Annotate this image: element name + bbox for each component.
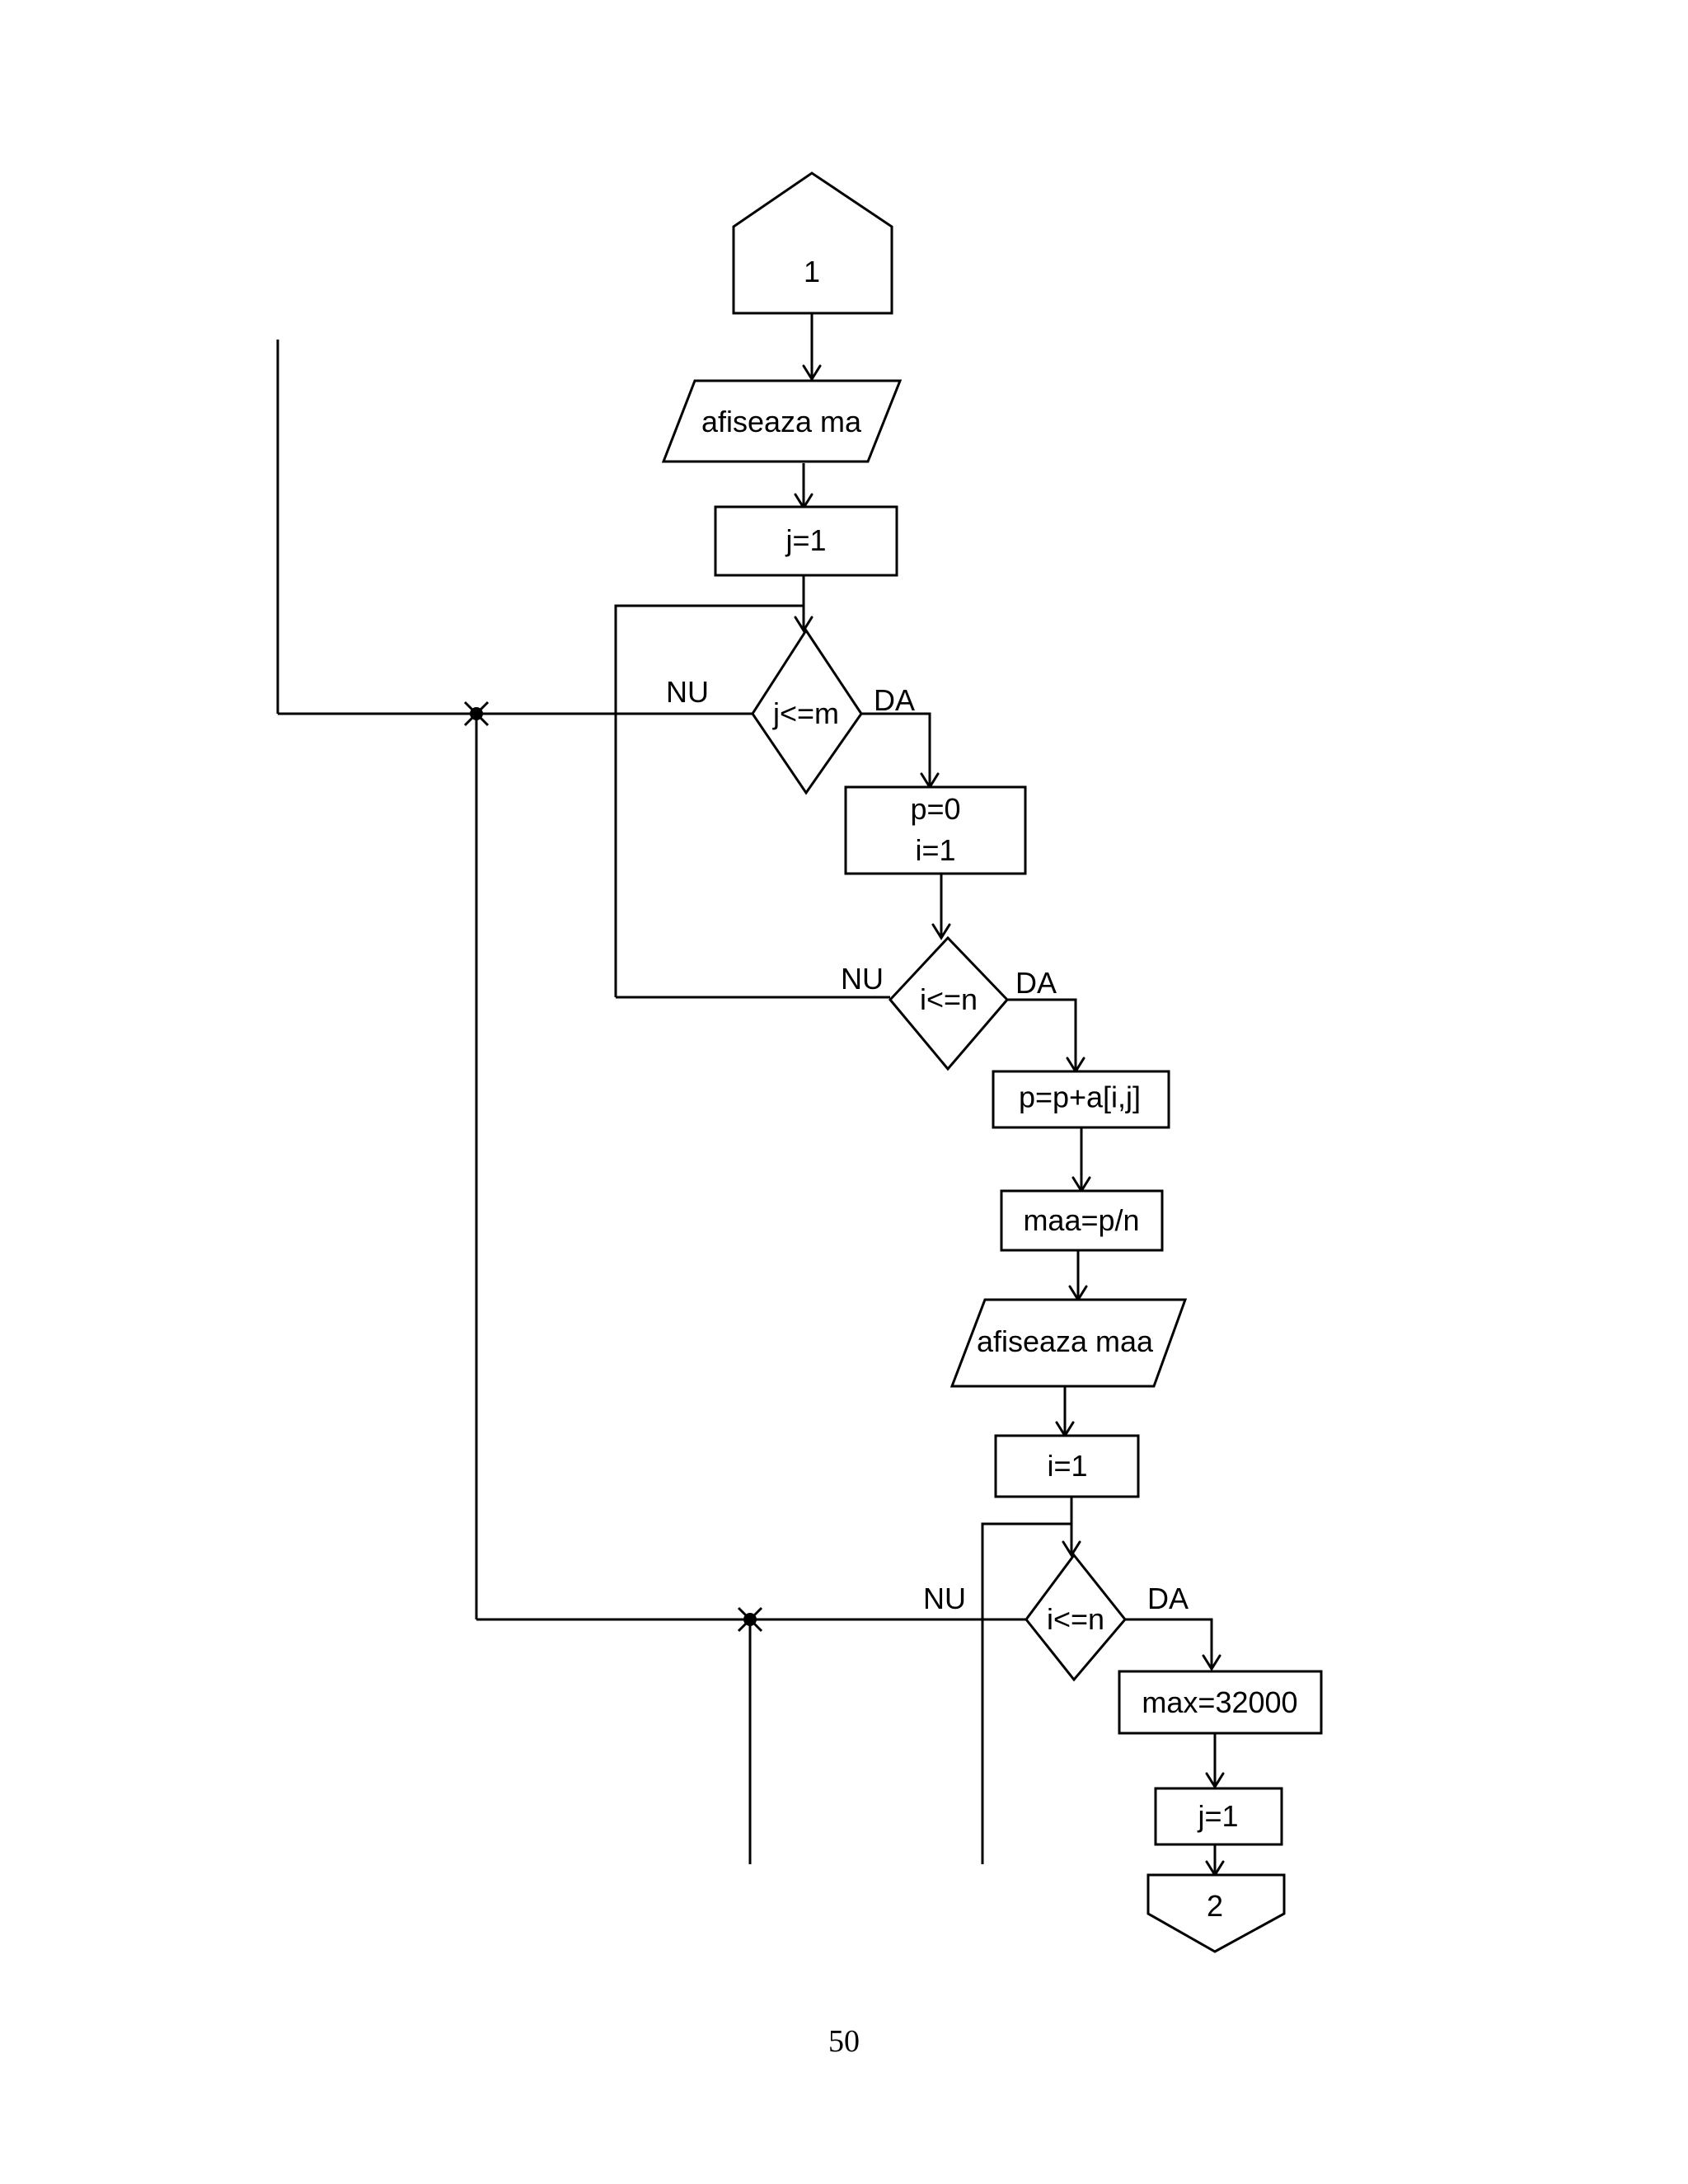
page-number: 50 (828, 2024, 860, 2059)
junction-point (737, 1606, 763, 1633)
print-maa-label: afiseaza maa (977, 1324, 1154, 1358)
arrow-head (931, 923, 951, 940)
init-max-label: max=32000 (1142, 1685, 1297, 1719)
cond-j-yes-label: DA (874, 683, 915, 717)
init-i-label: i=1 (915, 833, 955, 867)
cond-i-label: i<=n (920, 982, 978, 1016)
connector-in-node: 1 (732, 171, 893, 315)
cond-i-no-label: NU (841, 962, 884, 996)
init-p-label: p=0 (910, 792, 960, 826)
cond-j-no-label: NU (666, 675, 709, 709)
print-maa-node: afiseaza maa (950, 1298, 1188, 1388)
arrow-head (1205, 1772, 1225, 1789)
connector-out-node: 2 (1146, 1873, 1286, 1953)
cond-i2-no-label: NU (923, 1582, 966, 1615)
init-j-node: j=1 (714, 505, 898, 577)
cond-j-node: j<=m (751, 628, 863, 795)
arrow-head (1202, 1654, 1221, 1671)
cond-i-node: i<=n (889, 935, 1010, 1071)
init-max-node: max=32000 (1118, 1670, 1323, 1735)
arrow-head (802, 364, 822, 382)
init-j-label: j=1 (785, 523, 826, 557)
connector-in-label: 1 (804, 255, 820, 288)
connector-out-label: 2 (1207, 1889, 1223, 1923)
avg-label: maa=p/n (1023, 1203, 1139, 1237)
print-ma-node: afiseaza ma (661, 379, 903, 463)
init-j2-label: j=1 (1197, 1799, 1238, 1833)
avg-node: maa=p/n (1000, 1189, 1164, 1252)
sum-label: p=p+a[i,j] (1019, 1080, 1141, 1114)
init-j2-node: j=1 (1154, 1787, 1283, 1846)
junction-points (463, 701, 763, 1633)
cond-i2-node: i<=n (1025, 1553, 1127, 1682)
cond-i-yes-label: DA (1015, 966, 1057, 1000)
print-ma-label: afiseaza ma (701, 405, 862, 438)
cond-i2-yes-label: DA (1147, 1582, 1189, 1615)
sum-node: p=p+a[i,j] (992, 1070, 1170, 1129)
init-i2-label: i=1 (1047, 1449, 1087, 1483)
junction-point (463, 701, 490, 727)
init-i2-node: i=1 (994, 1434, 1140, 1498)
arrow-head (1062, 1540, 1081, 1558)
cond-i2-label: i<=n (1047, 1602, 1104, 1636)
cond-j-label: j<=m (772, 696, 839, 730)
arrow-head (794, 616, 814, 633)
init-p-i-node: p=0 i=1 (844, 785, 1027, 875)
